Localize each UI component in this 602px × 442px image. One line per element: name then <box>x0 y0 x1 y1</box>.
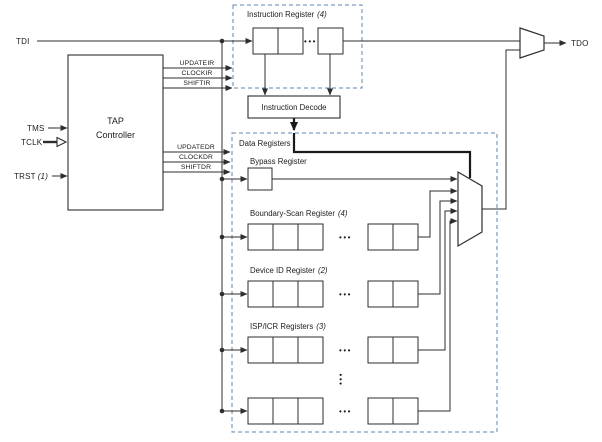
pin-label-tdi: TDI <box>16 37 30 46</box>
pin-label-tclk: TCLK <box>21 138 43 147</box>
pin-label-trst: TRST(1) <box>14 172 48 181</box>
isp-icr-register-cells: ••• <box>247 336 419 364</box>
register-cell <box>297 397 324 425</box>
register-cell <box>247 397 274 425</box>
bypass-register-label: Bypass Register <box>250 157 307 166</box>
junction-dots <box>219 38 225 414</box>
mux-output-wires <box>343 40 567 210</box>
register-cell <box>392 336 419 364</box>
signal-label-clockir: CLOCKIR <box>182 70 213 77</box>
dr-control-wires <box>163 149 231 175</box>
signal-label-clockdr: CLOCKDR <box>179 154 213 161</box>
register-cell <box>247 336 274 364</box>
tap-controller-label-line1: TAP <box>107 116 124 126</box>
instruction-decode-wires <box>262 54 333 96</box>
data-registers-title: Data Registers <box>239 139 291 148</box>
device-id-label: Device ID Register(2) <box>250 266 328 275</box>
data-registers-dashed-box <box>231 132 498 433</box>
device-id-register-cells: ••• <box>247 280 419 308</box>
signal-label-shiftdr: SHIFTDR <box>181 164 211 171</box>
decode-select-wire <box>290 118 472 178</box>
isp-icr-label: ISP/ICR Registers(3) <box>250 322 326 331</box>
register-cell <box>247 223 274 251</box>
signal-label-updatedr: UPDATEDR <box>177 144 215 151</box>
row-ellipsis: ••• <box>339 290 352 299</box>
tap-controller-box <box>67 54 164 211</box>
signal-label-shiftir: SHIFTIR <box>183 80 210 87</box>
register-cell <box>272 397 299 425</box>
bottom-register-cells: ••• <box>247 397 419 425</box>
row-ellipsis: ••• <box>339 233 352 242</box>
instruction-register-title: Instruction Register(4) <box>247 10 327 19</box>
register-output-wires <box>272 176 458 412</box>
register-cell <box>297 223 324 251</box>
tdo-output-mux <box>519 27 545 59</box>
register-cell <box>272 223 299 251</box>
register-cell <box>297 280 324 308</box>
register-cell <box>317 27 344 55</box>
ir-ellipsis: ••• <box>304 37 317 46</box>
data-register-mux <box>457 170 483 248</box>
register-cell <box>272 280 299 308</box>
ir-control-wires <box>163 65 233 91</box>
register-cell <box>392 397 419 425</box>
row-ellipsis: ••• <box>339 346 352 355</box>
register-cell <box>392 223 419 251</box>
more-registers-ellipsis: ••• <box>336 374 345 387</box>
row-ellipsis: ••• <box>339 407 352 416</box>
instruction-register-dashed-box <box>232 4 363 89</box>
signal-label-updateir: UPDATEIR <box>180 60 215 67</box>
tap-controller-label-line2: Controller <box>96 130 135 140</box>
instruction-decode-box <box>247 95 341 119</box>
register-cell <box>367 223 394 251</box>
register-cell <box>272 336 299 364</box>
bypass-register-cell <box>247 167 273 191</box>
register-cell <box>367 397 394 425</box>
register-cell <box>367 280 394 308</box>
boundary-scan-label: Boundary-Scan Register(4) <box>250 209 348 218</box>
boundary-scan-register-cells: ••• <box>247 223 419 251</box>
register-cell <box>367 336 394 364</box>
tclk-open-arrowhead <box>56 136 68 148</box>
register-cell <box>252 27 279 55</box>
instruction-register-cells: ••• <box>252 27 344 55</box>
register-cell <box>392 280 419 308</box>
tap-input-wires <box>43 125 68 179</box>
pin-label-tms: TMS <box>27 124 45 133</box>
register-cell <box>297 336 324 364</box>
instruction-decode-label: Instruction Decode <box>261 103 326 112</box>
register-cell <box>277 27 304 55</box>
register-cell <box>247 280 274 308</box>
pin-label-tdo: TDO <box>571 39 589 48</box>
